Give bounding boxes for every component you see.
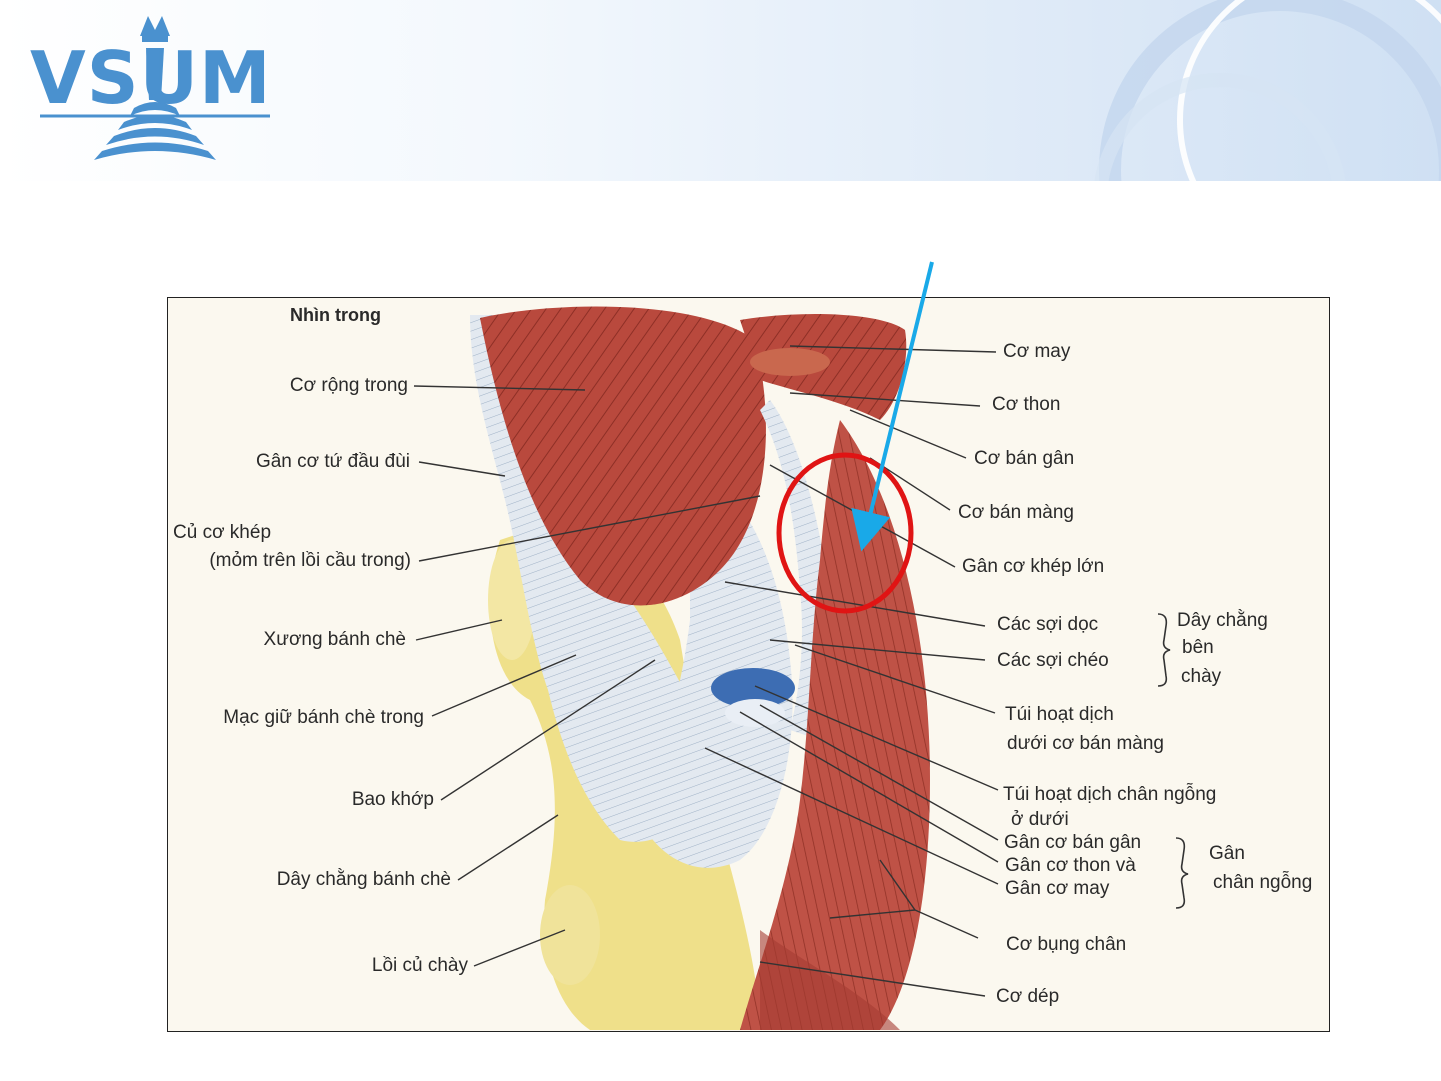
leader-lines-left — [413, 385, 761, 967]
label-adductor-magnus-tendon: Gân cơ khép lớn — [962, 556, 1104, 577]
label-medial-patellar-retinaculum: Mạc giữ bánh chè trong — [223, 707, 424, 728]
label-vastus-medialis: Cơ rộng trong — [290, 375, 408, 396]
label-quadriceps-tendon: Gân cơ tứ đầu đùi — [256, 451, 410, 472]
label-pes-anserinus-bursa-2: ở dưới — [1011, 809, 1069, 830]
label-sartorius: Cơ may — [1003, 341, 1071, 362]
logo-text: VSUM — [30, 36, 272, 120]
label-gracilis-tendon: Gân cơ thon và — [1005, 855, 1136, 876]
label-adductor-tubercle-note: (mỏm trên lồi cầu trong) — [209, 550, 411, 571]
label-patella: Xương bánh chè — [264, 629, 406, 650]
label-semitendinosus: Cơ bán gân — [974, 448, 1074, 469]
header-band: VSUM — [0, 0, 1441, 181]
label-pes-anserinus-bursa: Túi hoạt dịch chân ngỗng — [1003, 783, 1216, 805]
logo-emblem-icon — [40, 16, 270, 160]
labels-right: Cơ may Cơ thon Cơ bán gân Cơ bán màng Gâ… — [958, 341, 1216, 1007]
label-semimembranosus: Cơ bán màng — [958, 502, 1074, 523]
label-semimembranosus-bursa: Túi hoạt dịch — [1005, 704, 1114, 725]
label-semitendinosus-tendon: Gân cơ bán gân — [1004, 832, 1141, 853]
label-soleus: Cơ dép — [996, 986, 1059, 1007]
group-label-line: Dây chằng — [1177, 609, 1268, 631]
group-label-pes-anserinus: Gân chân ngỗng — [1209, 843, 1312, 893]
group-label-line: bên — [1182, 637, 1214, 658]
label-patellar-ligament: Dây chằng bánh chè — [277, 868, 451, 890]
label-sartorius-tendon: Gân cơ may — [1005, 878, 1110, 899]
anatomy-illustration — [168, 298, 1328, 1030]
label-tibial-tuberosity: Lồi củ chày — [372, 955, 469, 976]
header-decoration-rings — [1094, 0, 1441, 181]
brace-pes-anserinus — [1175, 837, 1189, 909]
group-label-line: chày — [1181, 666, 1222, 687]
label-gastrocnemius: Cơ bụng chân — [1006, 934, 1126, 955]
label-longitudinal-fibers: Các sợi dọc — [997, 614, 1098, 635]
label-joint-capsule: Bao khớp — [352, 789, 434, 810]
group-label-line: Gân — [1209, 843, 1245, 864]
label-adductor-tubercle: Củ cơ khép — [173, 522, 271, 543]
group-label-line: chân ngỗng — [1213, 871, 1312, 893]
group-label-collateral-ligament: Dây chằng bên chày — [1177, 609, 1268, 687]
label-semimembranosus-bursa-2: dưới cơ bán màng — [1007, 733, 1164, 754]
brace-collateral-ligament — [1157, 613, 1171, 687]
vsum-logo: VSUM — [30, 8, 280, 168]
label-oblique-fibers: Các sợi chéo — [997, 650, 1109, 671]
label-gracilis: Cơ thon — [992, 394, 1060, 415]
labels-left: Cơ rộng trong Gân cơ tứ đầu đùi Củ cơ kh… — [173, 375, 468, 976]
view-label: Nhìn trong — [290, 305, 381, 325]
